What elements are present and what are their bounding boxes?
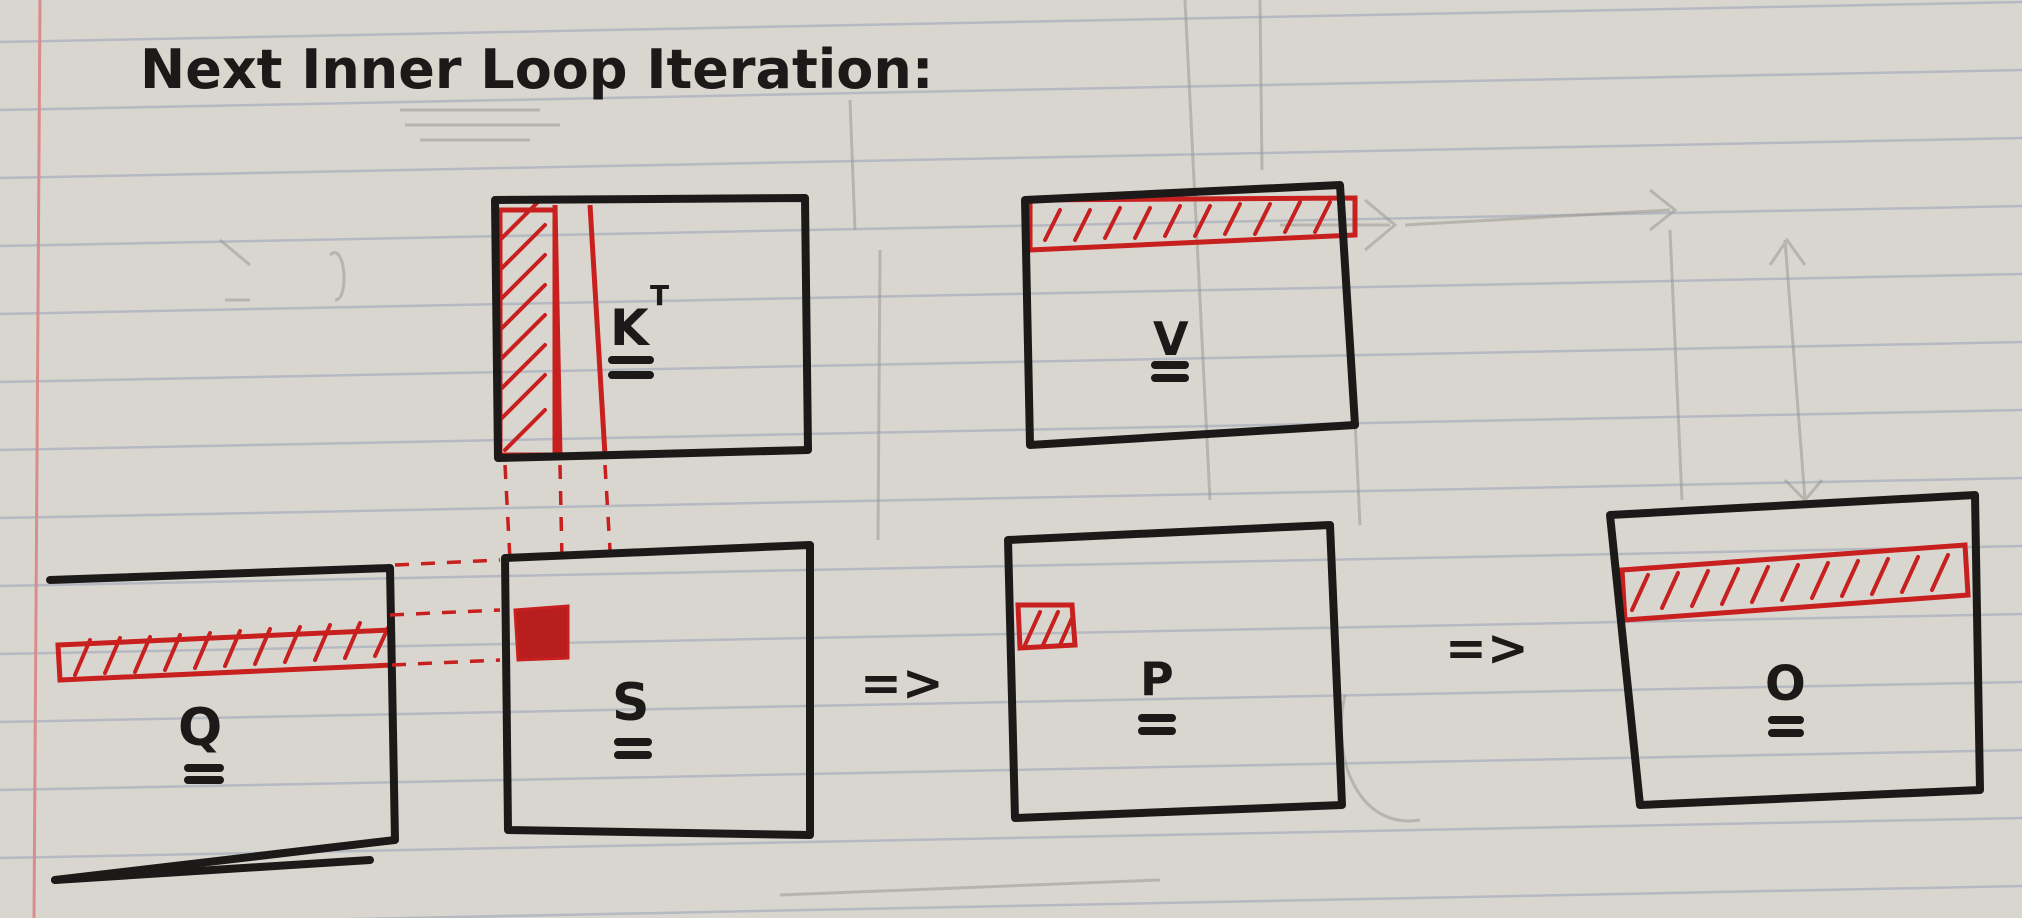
ruled-line: [341, 884, 2022, 918]
p-matrix: P: [1004, 521, 1346, 822]
o-matrix: O: [1606, 491, 1984, 809]
k-transpose-matrix: K T: [491, 194, 812, 462]
q-to-s-projection: [389, 558, 501, 667]
s-matrix: S: [501, 541, 814, 839]
ruled-line: [0, 204, 2022, 248]
ruled-line: [0, 408, 2022, 452]
p-label: P: [1140, 652, 1174, 706]
k-label: K: [610, 299, 651, 357]
p-to-o-arrow: =>: [1445, 619, 1529, 677]
ruled-line: [0, 68, 2022, 112]
ruled-line: [0, 136, 2022, 180]
ruled-line: [0, 476, 2022, 520]
page-title: Next Inner Loop Iteration:: [140, 38, 933, 101]
bleed-through-marks: [219, 0, 1824, 897]
v-label: V: [1153, 312, 1189, 366]
q-matrix: Q: [46, 564, 399, 884]
margin-line: [32, 0, 42, 918]
o-label: O: [1765, 656, 1806, 712]
ruled-line: [0, 816, 2022, 860]
k-to-s-projection: [503, 464, 612, 561]
q-label: Q: [178, 698, 222, 758]
ruled-line: [0, 272, 2022, 316]
s-label: S: [612, 673, 649, 733]
v-matrix: V: [1021, 181, 1359, 449]
s-tile-highlight: [513, 604, 570, 662]
ruled-line: [0, 0, 2022, 44]
s-to-p-arrow: =>: [860, 654, 944, 712]
k-superscript: T: [650, 279, 669, 312]
ruled-line: [0, 340, 2022, 384]
